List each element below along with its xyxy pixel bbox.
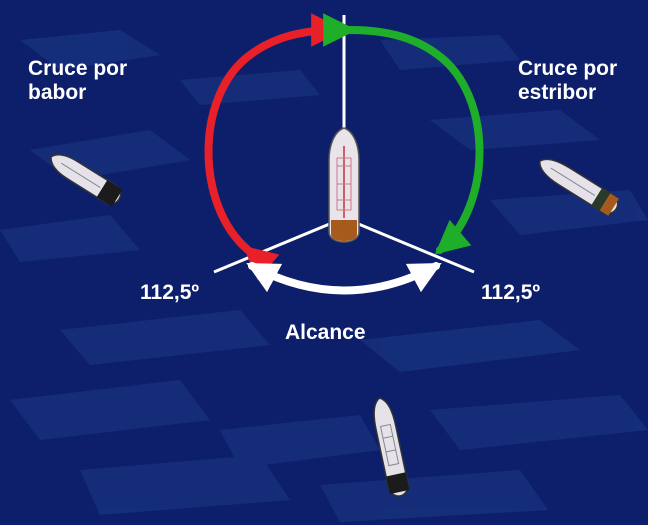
starboard-crossing-arrow [323, 13, 484, 255]
starboard-crossing-label: Cruce por estribor [518, 57, 617, 105]
starboard-vessel-icon [539, 158, 619, 216]
starboard-crossing-label-line1: Cruce por [518, 57, 618, 80]
port-crossing-label: Cruce por babor [28, 57, 127, 105]
port-angle-label: 112,5º [140, 281, 200, 304]
port-sector-line [213, 216, 345, 274]
starboard-sector-line [343, 216, 475, 274]
port-crossing-label-line2: babor [28, 81, 87, 104]
stern-range-arrow [246, 262, 442, 295]
port-vessel-icon [50, 154, 123, 207]
range-label: Alcance [285, 321, 366, 344]
starboard-angle-label: 112,5º [481, 281, 541, 304]
own-ship-icon [328, 127, 360, 243]
port-crossing-label-line1: Cruce por [28, 57, 128, 80]
port-crossing-arrow [204, 13, 345, 281]
stern-vessel-icon [373, 397, 410, 497]
starboard-crossing-label-line2: estribor [518, 81, 597, 104]
